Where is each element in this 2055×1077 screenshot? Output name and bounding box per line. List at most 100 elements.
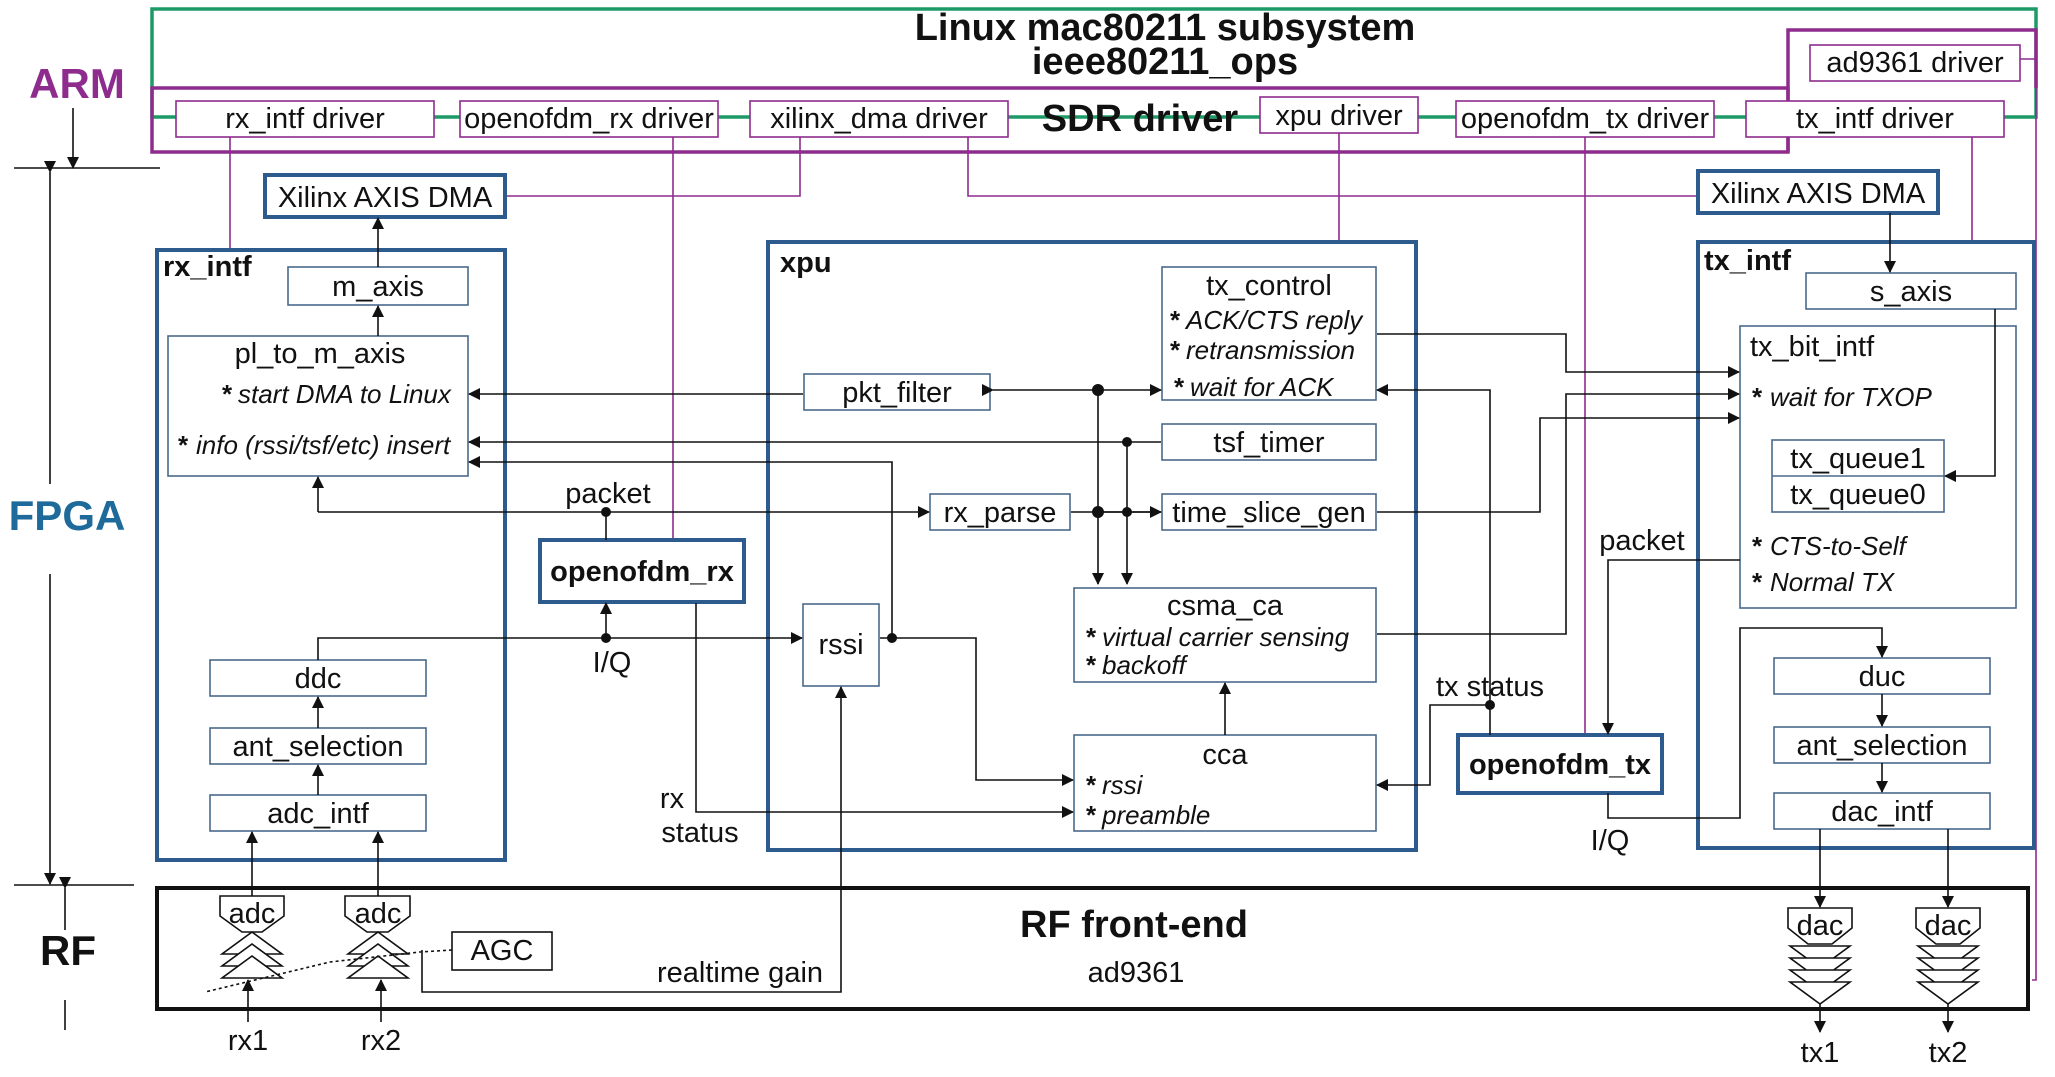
rx-ant-selection-block xyxy=(209,727,427,765)
pl-to-m-axis-block xyxy=(167,335,469,477)
dac2-label: dac xyxy=(1925,910,1972,942)
time-slice-gen-block xyxy=(1161,493,1377,531)
iq-rx-label: I/Q xyxy=(593,647,632,679)
realtime-gain-label: realtime gain xyxy=(657,957,823,989)
dac-intf-block xyxy=(1773,792,1991,830)
cca-star-2: * xyxy=(1086,800,1097,830)
tx-intf-driver xyxy=(1745,100,2005,138)
pl-bullet-1: start DMA to Linux xyxy=(238,379,452,409)
dac1-label: dac xyxy=(1797,910,1844,942)
rx-intf-title: rx_intf xyxy=(163,251,252,283)
tx-bit-bullet-2: CTS-to-Self xyxy=(1770,531,1909,561)
tx2-amplifier-icon xyxy=(1915,945,1981,1005)
rf-front-end-title: RF front-end xyxy=(1020,904,1248,946)
openofdm-tx-driver xyxy=(1455,100,1715,138)
rf-chip-label: ad9361 xyxy=(1088,957,1185,989)
time-slice-gen-label: time_slice_gen xyxy=(1172,497,1365,529)
tx-control-bullet-3: wait for ACK xyxy=(1190,372,1335,402)
driver-links xyxy=(229,58,2037,981)
tx-status-label: tx status xyxy=(1436,671,1544,703)
cca-bullet-2: preamble xyxy=(1101,800,1210,830)
tx-bit-star-1: * xyxy=(1752,382,1763,412)
layer-separators xyxy=(14,108,160,1030)
rx-parse-label: rx_parse xyxy=(944,497,1057,529)
packet-rx-label: packet xyxy=(565,478,650,510)
dac1-block xyxy=(1787,907,1853,945)
dac-intf-label: dac_intf xyxy=(1831,796,1934,828)
cca-star-1: * xyxy=(1086,770,1097,800)
tx-axis-dma-label: Xilinx AXIS DMA xyxy=(1711,178,1926,210)
pl-to-m-axis-label: pl_to_m_axis xyxy=(235,338,406,370)
tx-control-bullet-1: ACK/CTS reply xyxy=(1184,305,1364,335)
cca-label: cca xyxy=(1202,739,1248,771)
tx-queue0-label: tx_queue0 xyxy=(1790,479,1925,511)
xpu-driver-label: xpu driver xyxy=(1275,100,1403,132)
xilinx-dma-driver-label: xilinx_dma driver xyxy=(770,103,988,135)
tx-ant-selection-label: ant_selection xyxy=(1797,730,1968,762)
signal-connections xyxy=(204,213,1996,1033)
rx-axis-dma-label: Xilinx AXIS DMA xyxy=(278,182,493,214)
rx-status-label-1: rx xyxy=(660,783,685,815)
rssi-label: rssi xyxy=(818,629,863,661)
linux-title: Linux mac80211 subsystem xyxy=(915,7,1416,49)
rx-axis-dma xyxy=(263,173,507,219)
adc2-block xyxy=(344,895,411,933)
openofdm-rx-driver xyxy=(459,100,719,138)
openofdm-tx-title: openofdm_tx xyxy=(1469,749,1651,781)
tx-axis-dma xyxy=(1696,169,1940,215)
csma-ca-block xyxy=(1073,587,1377,683)
duc-label: duc xyxy=(1859,661,1906,693)
csma-ca-label: csma_ca xyxy=(1167,590,1284,622)
openofdm-tx-driver-label: openofdm_tx driver xyxy=(1461,103,1710,135)
adc-intf-block xyxy=(209,794,427,832)
m-axis-block xyxy=(287,266,469,306)
tx-bit-intf-label: tx_bit_intf xyxy=(1750,331,1875,363)
tx-intf-title: tx_intf xyxy=(1704,245,1791,277)
pl-bullet-star-1: * xyxy=(222,379,233,409)
adc2-label: adc xyxy=(355,898,402,930)
csma-star-1: * xyxy=(1086,622,1097,652)
openofdm-rx-driver-label: openofdm_rx driver xyxy=(464,103,714,135)
layer-label-fpga: FPGA xyxy=(9,492,126,539)
rx-ant-selection-label: ant_selection xyxy=(233,731,404,763)
m-axis-label: m_axis xyxy=(332,271,424,303)
rx1-antenna-label: rx1 xyxy=(228,1025,268,1057)
s-axis-block xyxy=(1805,272,2017,310)
dac2-block xyxy=(1915,907,1981,945)
xpu-title: xpu xyxy=(780,247,832,279)
tx-control-label: tx_control xyxy=(1206,270,1332,302)
xilinx-dma-driver xyxy=(749,100,1009,138)
rx2-antenna-label: rx2 xyxy=(361,1025,401,1057)
linux-subtitle: ieee80211_ops xyxy=(1032,41,1298,83)
adc1-label: adc xyxy=(229,898,276,930)
tx-ant-selection-block xyxy=(1773,726,1991,764)
tx2-antenna-label: tx2 xyxy=(1929,1037,1968,1069)
rx2-amplifier-icon xyxy=(345,931,411,979)
tx-bit-star-3: * xyxy=(1752,567,1763,597)
layer-label-arm: ARM xyxy=(29,60,125,107)
csma-bullet-1: virtual carrier sensing xyxy=(1102,622,1350,652)
layer-label-rf: RF xyxy=(40,927,96,974)
rf-front-end-box xyxy=(155,886,2030,1011)
csma-bullet-2: backoff xyxy=(1102,650,1189,680)
tx-bit-star-2: * xyxy=(1752,531,1763,561)
s-axis-label: s_axis xyxy=(1870,276,1952,308)
duc-block xyxy=(1773,657,1991,695)
tx1-antenna-label: tx1 xyxy=(1801,1037,1840,1069)
openofdm-rx-title: openofdm_rx xyxy=(550,556,734,588)
junction-dots xyxy=(601,384,1495,710)
tsf-timer-block xyxy=(1161,423,1377,461)
tx-queue1-label: tx_queue1 xyxy=(1790,443,1925,475)
ad9361-driver-label: ad9361 driver xyxy=(1826,47,2004,79)
tx-control-bullet-2: retransmission xyxy=(1186,335,1355,365)
tsf-timer-label: tsf_timer xyxy=(1213,427,1325,459)
tx-intf-driver-label: tx_intf driver xyxy=(1796,103,1954,135)
tx-bit-bullet-3: Normal TX xyxy=(1770,567,1896,597)
rx-parse-block xyxy=(929,493,1071,531)
openofdm-rx-module xyxy=(538,538,746,604)
tx-control-star-2: * xyxy=(1170,335,1181,365)
ddc-block xyxy=(209,659,427,697)
csma-star-2: * xyxy=(1086,650,1097,680)
tx-bit-bullet-1: wait for TXOP xyxy=(1770,382,1932,412)
